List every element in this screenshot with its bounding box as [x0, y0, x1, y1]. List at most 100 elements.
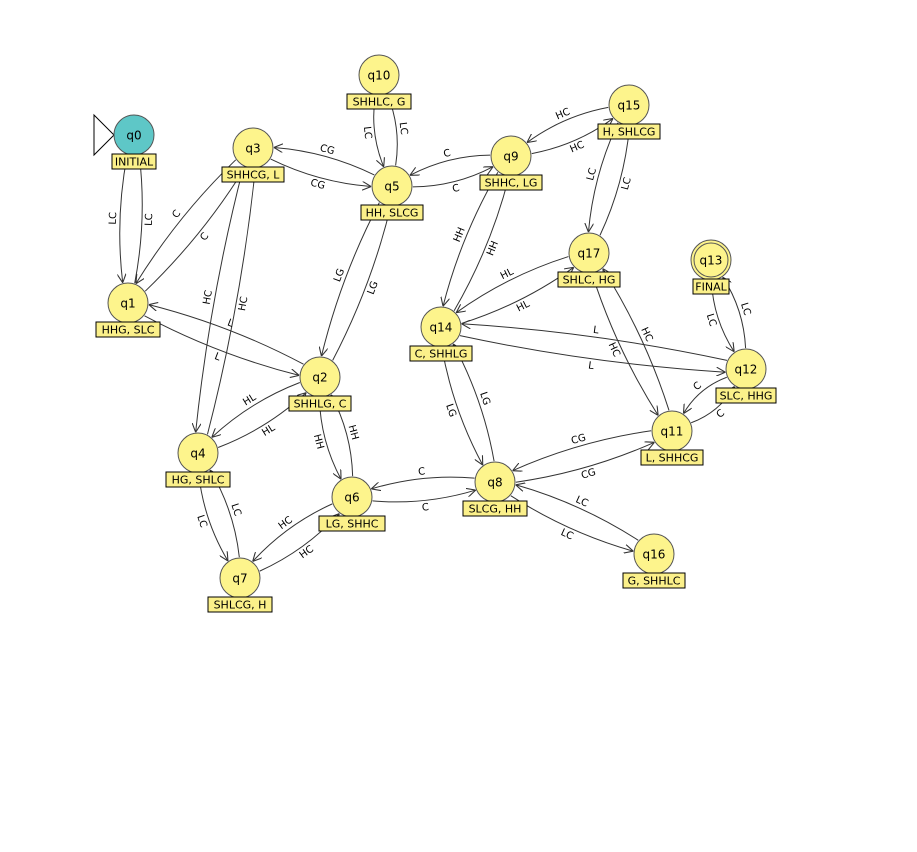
- state-description-box: [346, 93, 412, 110]
- state-description-box: [557, 271, 621, 288]
- transition-label: HC: [237, 296, 250, 312]
- state-description-box: [479, 174, 543, 191]
- state-description-box: [622, 572, 686, 589]
- transition-q2-q5: LG: [332, 207, 391, 361]
- transition-q4-q3: HC: [206, 169, 255, 435]
- transition-arrow: [144, 167, 245, 292]
- state-description: SHHCG, L: [227, 169, 281, 182]
- transition-arrow: [274, 147, 375, 176]
- transition-q6-q7: HC: [253, 503, 333, 562]
- transition-label: C: [421, 502, 429, 514]
- transition-arrow: [527, 106, 609, 142]
- transition-q5-q9: C: [412, 167, 493, 195]
- state-name: q6: [344, 491, 359, 505]
- state-description-box: [715, 387, 777, 404]
- transition-label: LG: [332, 267, 347, 283]
- transition-q17-q15: LC: [599, 126, 634, 236]
- state-name: q7: [232, 572, 247, 586]
- transition-label: HC: [638, 326, 654, 344]
- state-description-box: [318, 515, 386, 532]
- transition-label: L: [213, 351, 223, 363]
- transition-arrow: [372, 490, 476, 503]
- state-description: HH, SLCG: [366, 207, 419, 220]
- initial-state-arrow-icon: [93, 113, 115, 157]
- transition-label: L: [587, 360, 594, 372]
- transition-q14-q8: LG: [441, 347, 483, 465]
- state-name: q3: [245, 142, 260, 156]
- state-description: H, SHLCG: [603, 126, 656, 139]
- state-description: C, SHHLG: [415, 348, 468, 361]
- state-name: q4: [190, 447, 205, 461]
- transition-label: LC: [361, 126, 373, 140]
- transition-arrow: [149, 305, 304, 365]
- transition-arrow: [120, 154, 128, 283]
- transition-label: HC: [554, 107, 572, 123]
- transition-label: LG: [443, 402, 458, 418]
- transition-q0-q1: LC: [108, 154, 128, 283]
- state-name: q10: [368, 69, 391, 83]
- transition-label: CG: [319, 143, 336, 157]
- state-description: SHHLG, C: [294, 398, 347, 411]
- transition-arrow: [456, 256, 569, 313]
- state-name: q1: [120, 297, 135, 311]
- state-description: SHHC, LG: [485, 177, 538, 190]
- transition-arrow: [144, 315, 300, 376]
- transition-q2-q1: L: [149, 305, 304, 365]
- transition-arrow: [441, 347, 483, 465]
- state-description: HHG, SLC: [102, 324, 155, 337]
- transition-arrow: [196, 166, 245, 433]
- transition-q16-q8: LC: [516, 485, 639, 541]
- state-description-box: [409, 345, 473, 362]
- transition-q14-q9: HH: [453, 177, 509, 312]
- transition-label: C: [442, 148, 451, 160]
- transition-label: HH: [346, 424, 361, 441]
- state-description-box: [165, 471, 231, 488]
- transition-label: LC: [585, 167, 599, 182]
- state-description-box: [221, 166, 285, 183]
- transition-label: C: [715, 408, 727, 421]
- transition-q2-q4: HL: [212, 382, 301, 437]
- transition-label: LC: [108, 212, 119, 225]
- transition-label: HH: [485, 239, 501, 257]
- transition-label: LG: [477, 391, 492, 407]
- state-name: q5: [384, 180, 399, 194]
- transition-label: LG: [366, 280, 381, 296]
- transition-arrow: [513, 430, 652, 471]
- transition-q17-q14: HL: [456, 256, 569, 313]
- transition-arrow: [332, 207, 391, 361]
- state-description-box: [462, 500, 528, 517]
- state-description: SLC, HHG: [720, 390, 773, 403]
- transition-q1-q0: LC: [134, 155, 155, 284]
- state-description: SHLCG, H: [214, 599, 267, 612]
- transition-label: CG: [309, 178, 326, 192]
- state-name: q8: [487, 476, 502, 490]
- transition-label: HH: [452, 226, 468, 244]
- state-description-box: [288, 395, 352, 412]
- transition-q14-q12: L: [459, 335, 725, 373]
- state-description: LG, SHHC: [326, 518, 379, 531]
- transition-q8-q11: CG: [515, 442, 655, 483]
- transition-label: LC: [397, 122, 409, 136]
- state-description: L, SHHCG: [646, 452, 699, 465]
